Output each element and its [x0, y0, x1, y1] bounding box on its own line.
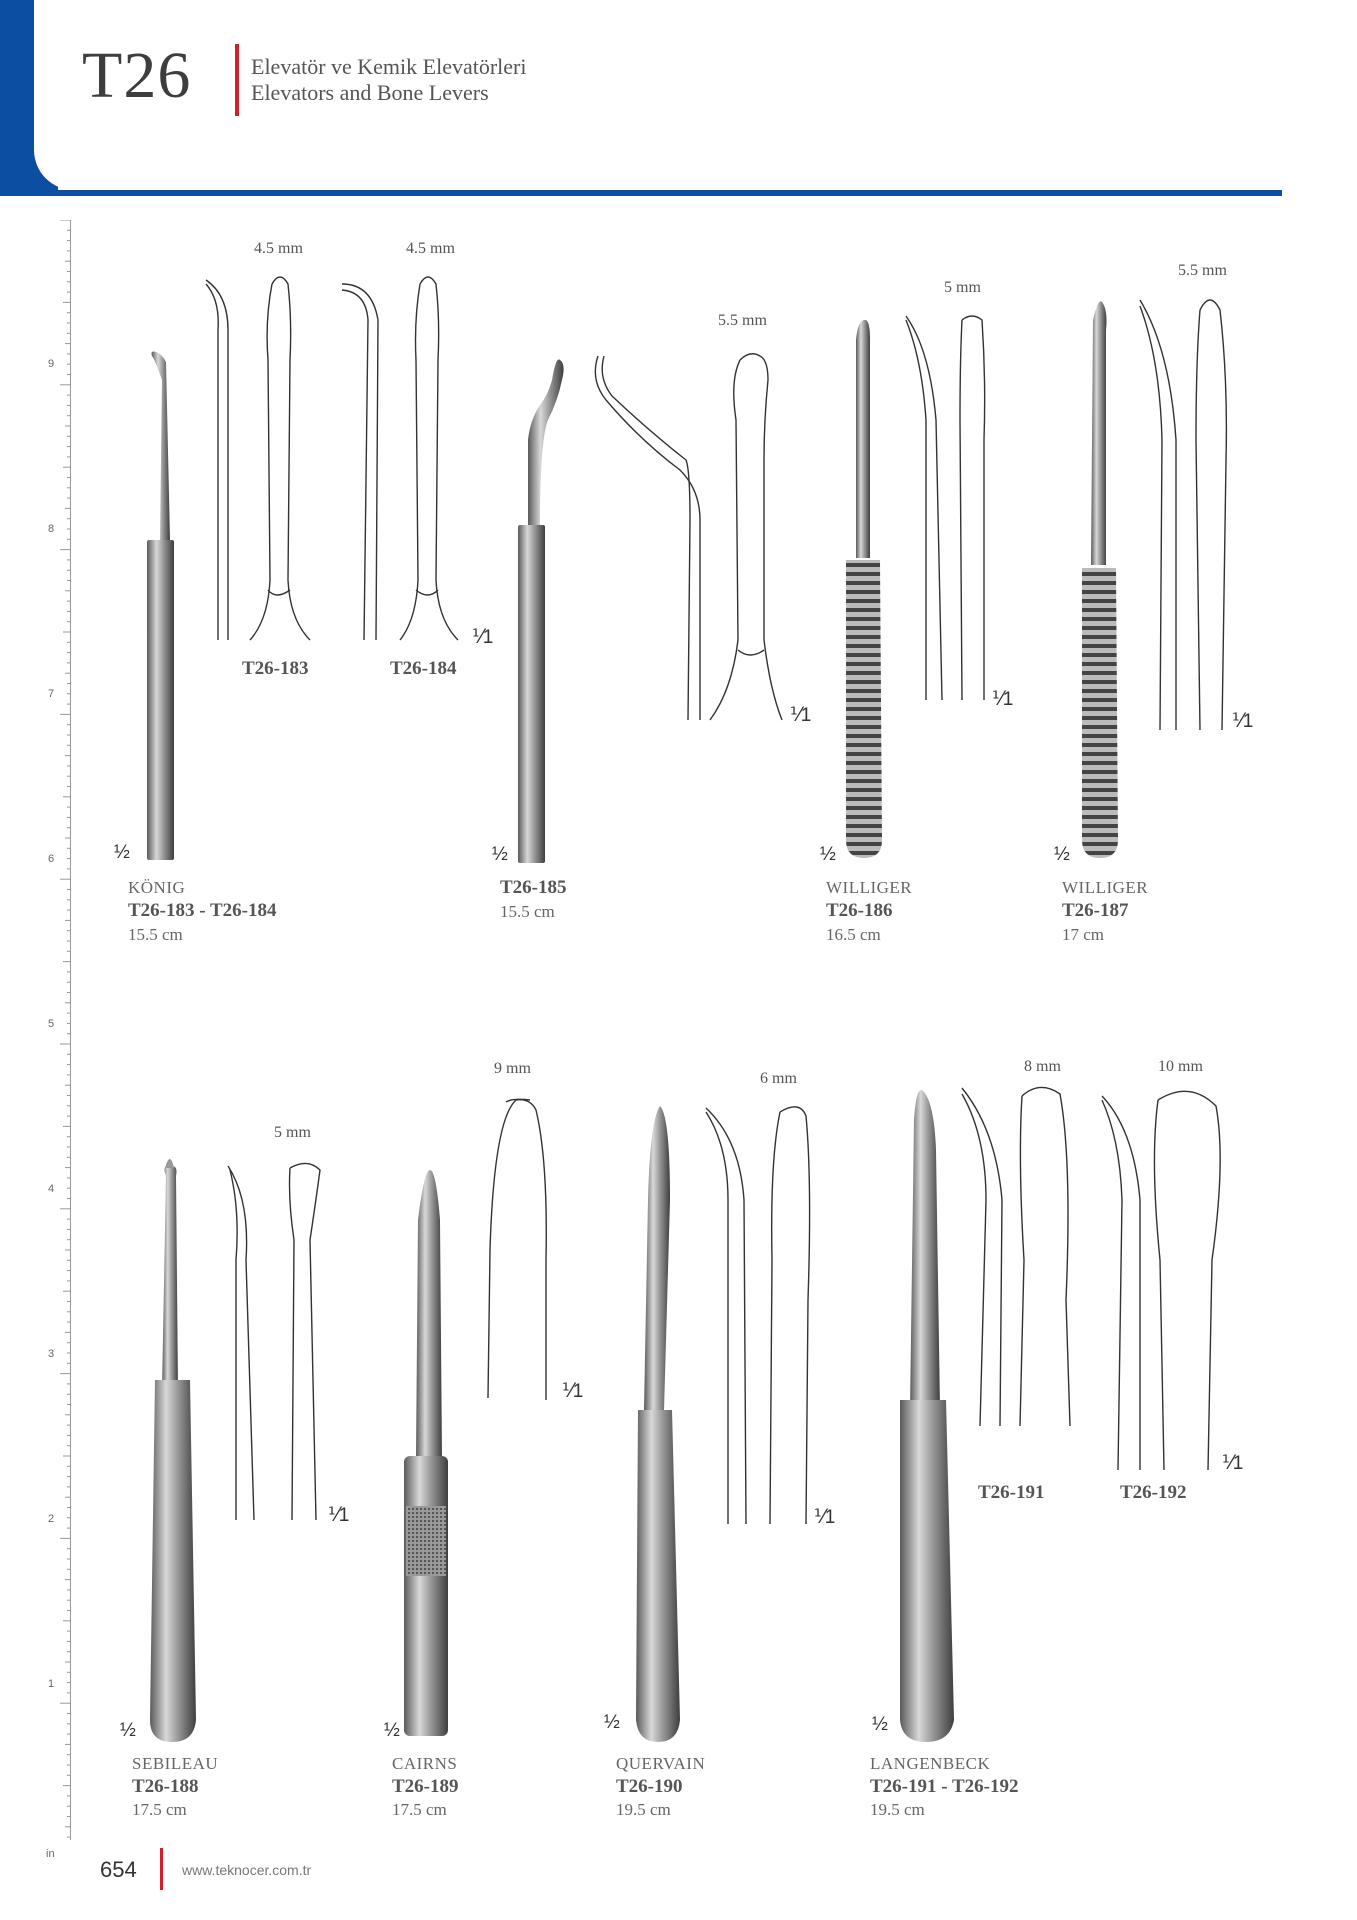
inch-ruler: 9 8 7 6 5 4 3 2 1 — [48, 220, 72, 1840]
dimension-label: 10 mm — [1158, 1058, 1203, 1075]
product-length: 15.5 cm — [500, 902, 555, 921]
scale-1-2: ½ — [1054, 844, 1070, 865]
quervain-detail-icon — [705, 1106, 811, 1525]
header-red-divider — [235, 44, 239, 116]
langenbeck-192-detail-icon — [1101, 1090, 1221, 1471]
langenbeck-elevator-icon — [900, 1089, 954, 1742]
section-title-turkish: Elevatör ve Kemik Elevatörleri — [251, 54, 527, 79]
product-length: 19.5 cm — [616, 1800, 671, 1819]
product-length: 17 cm — [1062, 925, 1105, 944]
scale-1-2: ½ — [114, 842, 130, 863]
dimension-label: 5 mm — [944, 279, 981, 296]
footer-red-divider — [160, 1848, 163, 1890]
product-name: WILLIGER — [1062, 878, 1149, 897]
product-length: 16.5 cm — [826, 925, 881, 944]
konig-detail-183-icon — [205, 276, 311, 641]
product-name: LANGENBECK — [870, 1754, 991, 1773]
detail-code: T26-192 — [1120, 1482, 1187, 1503]
williger-187-elevator-icon — [1082, 301, 1118, 858]
product-code: T26-187 — [1062, 900, 1129, 921]
ruler-number: 8 — [48, 523, 55, 535]
scale-1-2: ½ — [492, 844, 508, 865]
ruler-unit: in — [46, 1848, 55, 1860]
scale-1-2: ½ — [872, 1714, 888, 1735]
scale-1-2: ½ — [604, 1712, 620, 1733]
scale-1-1: ⅟1 — [328, 1505, 350, 1526]
detail-code: T26-183 — [242, 658, 309, 679]
scale-1-2: ½ — [384, 1720, 400, 1741]
detail-code: T26-184 — [390, 658, 457, 679]
product-name: SEBILEAU — [132, 1754, 219, 1773]
product-length: 15.5 cm — [128, 925, 183, 944]
product-code: T26-185 — [500, 877, 567, 898]
scale-1-2: ½ — [820, 844, 836, 865]
detail-code: T26-191 — [978, 1482, 1045, 1503]
langenbeck-191-detail-icon — [961, 1086, 1071, 1427]
page-number: 654 — [100, 1857, 137, 1882]
product-name: QUERVAIN — [616, 1754, 706, 1773]
scale-1-2: ½ — [120, 1720, 136, 1741]
ruler-number: 5 — [48, 1018, 55, 1030]
scale-1-1: ⅟1 — [562, 1381, 584, 1402]
ruler-number: 2 — [48, 1513, 55, 1525]
scale-1-1: ⅟1 — [814, 1507, 836, 1528]
product-name: KÖNIG — [128, 878, 186, 897]
product-length: 19.5 cm — [870, 1800, 925, 1819]
header-white-corner — [34, 0, 94, 190]
sebileau-elevator-icon — [150, 1159, 196, 1742]
scale-1-1: ⅟1 — [1222, 1453, 1244, 1474]
ruler-number: 9 — [48, 358, 55, 370]
product-code: T26-183 - T26-184 — [128, 900, 277, 921]
dimension-label: 4.5 mm — [406, 240, 455, 257]
scale-1-1: ⅟1 — [992, 689, 1014, 710]
ruler-number: 7 — [48, 688, 55, 700]
product-name: WILLIGER — [826, 878, 913, 897]
product-code: T26-188 — [132, 1776, 199, 1797]
scale-1-1: ⅟1 — [1232, 711, 1254, 732]
product-length: 17.5 cm — [392, 1800, 447, 1819]
dimension-label: 9 mm — [494, 1060, 531, 1077]
scale-1-1: ⅟1 — [472, 627, 494, 648]
konig-detail-184-icon — [341, 276, 459, 641]
dimension-label: 6 mm — [760, 1070, 797, 1087]
section-code: T26 — [82, 39, 192, 112]
dimension-label: 5.5 mm — [1178, 262, 1227, 279]
dimension-label: 4.5 mm — [254, 240, 303, 257]
sebileau-detail-icon — [227, 1162, 321, 1521]
williger-186-elevator-icon — [846, 319, 882, 858]
ruler-number: 3 — [48, 1348, 55, 1360]
dimension-label: 5.5 mm — [718, 312, 767, 329]
cairns-elevator-icon — [404, 1170, 448, 1736]
williger-187-detail-icon — [1139, 299, 1228, 731]
quervain-elevator-icon — [636, 1106, 680, 1742]
product-code: T26-189 — [392, 1776, 459, 1797]
scale-1-1: ⅟1 — [790, 705, 812, 726]
ruler-number: 1 — [48, 1678, 55, 1690]
t26-185-detail-icon — [594, 353, 783, 721]
dimension-label: 5 mm — [274, 1124, 311, 1141]
williger-186-detail-icon — [905, 315, 986, 701]
konig-elevator-icon — [147, 351, 174, 860]
website-link[interactable]: www.teknocer.com.tr — [182, 1862, 312, 1878]
product-code: T26-190 — [616, 1776, 683, 1797]
ruler-ticks — [60, 220, 70, 1838]
page-header — [0, 0, 1282, 196]
section-title-english: Elevators and Bone Levers — [251, 80, 489, 105]
product-code: T26-191 - T26-192 — [870, 1776, 1019, 1797]
product-name: CAIRNS — [392, 1754, 458, 1773]
ruler-number: 4 — [48, 1183, 55, 1195]
header-rule — [58, 190, 1282, 196]
product-code: T26-186 — [826, 900, 893, 921]
product-length: 17.5 cm — [132, 1800, 187, 1819]
cairns-detail-icon — [487, 1098, 547, 1400]
ruler-number: 6 — [48, 853, 55, 865]
t26-185-elevator-icon — [518, 359, 564, 863]
dimension-label: 8 mm — [1024, 1058, 1061, 1075]
